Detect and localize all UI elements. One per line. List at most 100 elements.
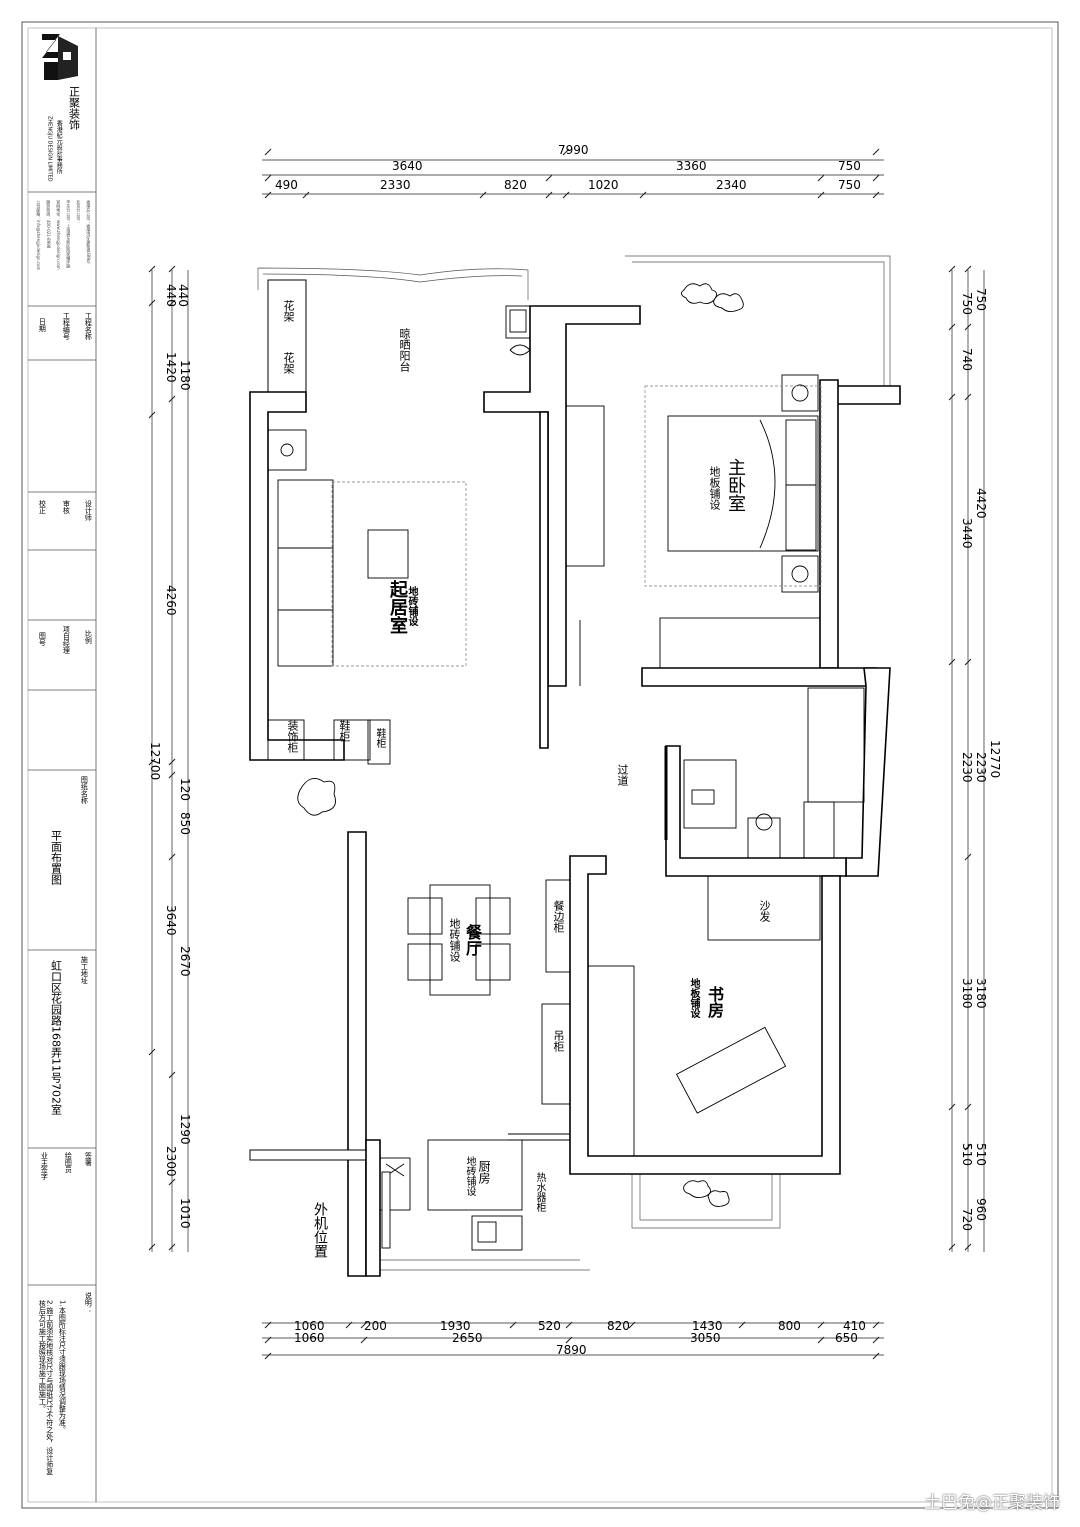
dim-left-outer-5: 3640 <box>164 905 178 936</box>
dim-left-inner-2: 1180 <box>178 360 192 391</box>
room-balcony: 晾晒阳台 <box>398 328 411 372</box>
dim-right-inner-2: 740 <box>960 348 974 371</box>
room-hanging-cabinet: 吊柜 <box>552 1030 565 1052</box>
company-contact-5: 服务热线：400-021-8998 <box>46 200 52 249</box>
dim-bottom-total: 7890 <box>556 1343 587 1357</box>
room-study: 书房 <box>705 986 724 1018</box>
balcony-outline <box>257 255 891 1271</box>
dim-right-outer-1: 750 <box>974 288 988 311</box>
room-decor-cabinet: 装饰柜 <box>286 720 299 753</box>
dim-bottom-detail-5: 820 <box>607 1319 630 1333</box>
dimension-ticks <box>148 148 972 1360</box>
company-logo <box>42 34 78 80</box>
site-address: 虹口区花园路168弄11号702室 <box>49 960 63 1115</box>
room-kitchen-floor: 地砖铺设 <box>464 1156 475 1196</box>
scale-label: 比例 <box>84 630 93 644</box>
dim-top-detail-1: 490 <box>275 178 298 192</box>
dim-right-outer-5: 960 <box>974 1198 988 1221</box>
dim-left-outer-1: 440 <box>164 284 178 307</box>
room-shoe-cabinet-2: 鞋柜 <box>374 728 385 748</box>
dim-top-detail-3: 820 <box>504 178 527 192</box>
designer-sign: 绘图员 <box>64 1152 73 1173</box>
room-ac-position: 外机位置 <box>312 1202 328 1258</box>
dim-bottom-detail-7: 800 <box>778 1319 801 1333</box>
dim-bottom-mid-1: 1060 <box>294 1331 325 1345</box>
dim-right-inner-6: 3180 <box>960 978 974 1009</box>
title-block <box>28 28 97 1502</box>
company-contact-3: 华东分公司：上海浦东新区陆家嘴环路 <box>66 200 72 268</box>
dim-top-detail-6: 750 <box>838 178 861 192</box>
dim-right-outer-3: 12770 <box>988 740 1002 779</box>
dim-left-inner-5: 2670 <box>178 946 192 977</box>
sign-label: 签署 <box>84 1152 93 1166</box>
company-tagline: 香港紀元設計事務所 <box>55 120 63 174</box>
room-sideboard: 餐边柜 <box>552 900 565 933</box>
check-label: 校正 <box>38 500 47 514</box>
company-name: 正聚装饰 <box>67 86 81 130</box>
dim-top-detail-5: 2340 <box>716 178 747 192</box>
dim-right-inner-9: 720 <box>960 1208 974 1231</box>
dim-top-mid-2: 3360 <box>676 159 707 173</box>
note-1: 1.本图所标注尺寸须跟现场情况调整为准。 <box>58 1300 67 1433</box>
dim-right-inner-7: 510 <box>974 1143 988 1166</box>
dim-top-mid-3: 750 <box>838 159 861 173</box>
room-shoe-cabinet: 鞋柜 <box>338 720 351 742</box>
room-kitchen: 厨房 <box>477 1160 491 1184</box>
dim-left-inner-7: 1010 <box>178 1198 192 1229</box>
room-dining: 餐厅 <box>463 924 482 956</box>
room-living-floor: 地砖铺设 <box>406 586 417 626</box>
room-heater-cabinet: 热水器柜 <box>534 1172 545 1212</box>
dim-top-detail-4: 1020 <box>588 178 619 192</box>
date-label: 日期 <box>38 318 47 332</box>
room-corridor: 过道 <box>616 764 629 786</box>
dim-bottom-detail-8: 410 <box>843 1319 866 1333</box>
project-name-label: 工程名称 <box>84 312 93 340</box>
dim-left-outer-3: 4260 <box>164 585 178 616</box>
dim-bottom-mid-4: 650 <box>835 1331 858 1345</box>
dim-bottom-detail-1: 1060 <box>294 1319 325 1333</box>
room-study-floor: 地板铺设 <box>688 978 699 1018</box>
room-shelf-2: 花架 <box>282 352 295 374</box>
dim-right-inner-8: 510 <box>960 1143 974 1166</box>
dim-right-inner-4: 2230 <box>974 752 988 783</box>
company-contact-4: 官网地址：www.zhengjudesign.com <box>56 200 62 270</box>
dim-right-inner-1: 750 <box>960 292 974 315</box>
room-dining-floor: 地砖铺设 <box>448 918 461 962</box>
dim-left-outer-2: 1420 <box>164 352 178 383</box>
dim-bottom-mid-2: 2650 <box>452 1331 483 1345</box>
dim-left-inner-6: 1290 <box>178 1114 192 1145</box>
dim-bottom-detail-4: 520 <box>538 1319 561 1333</box>
project-no-label: 工程编号 <box>62 312 71 340</box>
watermark: 土巴兔@正聚装饰 <box>924 1493 1060 1513</box>
room-master: 主卧室 <box>725 458 746 512</box>
drawing-name: 平面布置图 <box>49 830 63 885</box>
dim-right-inner-3: 3440 <box>960 518 974 549</box>
dim-bottom-detail-3: 1930 <box>440 1319 471 1333</box>
notes-label: 说明： <box>84 1292 93 1313</box>
dim-bottom-mid-3: 3050 <box>690 1331 721 1345</box>
owner-sign: 业主签字 <box>40 1152 49 1180</box>
dim-left-outer-4: 12700 <box>148 742 162 781</box>
dim-bottom-detail-2: 200 <box>364 1319 387 1333</box>
company-contact-1: 香港总公司：香港湾仔谢斐道389号 <box>86 200 92 264</box>
furniture <box>267 283 865 1251</box>
dim-left-outer-6: 2300 <box>164 1146 178 1177</box>
audit-label: 审核 <box>62 500 71 514</box>
dim-right-inner-5: 2230 <box>960 752 974 783</box>
dim-left-inner-4: 850 <box>178 812 192 835</box>
walls <box>249 279 901 1277</box>
dim-right-outer-2: 4420 <box>974 488 988 519</box>
room-sofa: 沙发 <box>758 900 771 922</box>
company-contact-2: 北京分公司： <box>76 200 82 224</box>
dim-right-outer-4: 3180 <box>974 978 988 1009</box>
dim-left-inner-1: 440 <box>176 284 190 307</box>
dim-top-detail-2: 2330 <box>380 178 411 192</box>
note-2: 2.施工前须实地核对尺寸与图纸尺寸不符之处，设计师复核后方可施工按照现场施工图施… <box>38 1300 54 1475</box>
designer-label: 设计师 <box>84 500 93 521</box>
company-english: ZHENGJU DESIGN LIMITED <box>46 116 53 182</box>
dimension-lines <box>151 159 985 1356</box>
dim-top-mid-1: 3640 <box>392 159 423 173</box>
pm-label: 项目经理 <box>62 626 71 654</box>
company-contact-6: 公司邮箱：info@zhengjudesign.com <box>36 200 42 271</box>
